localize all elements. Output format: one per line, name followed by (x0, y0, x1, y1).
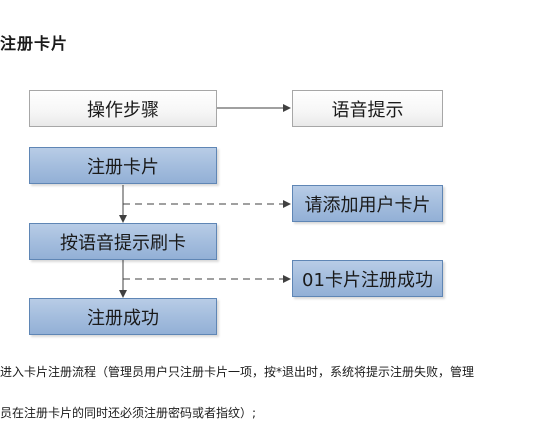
step-register-card: 注册卡片 (29, 147, 217, 184)
description-line-2: 员在注册卡片的同时还必须注册密码或者指纹）; (0, 406, 257, 420)
prompt-card-register-success: 01卡片注册成功 (292, 260, 443, 297)
section-heading: 注册卡片 (0, 34, 69, 53)
description-line-1: 进入卡片注册流程（管理员用户只注册卡片一项，按*退出时，系统将提示注册失败，管理 (0, 365, 475, 379)
step-register-success: 注册成功 (29, 298, 217, 335)
header-operation-steps: 操作步骤 (29, 90, 217, 127)
prompt-add-user-card: 请添加用户卡片 (292, 185, 443, 222)
step-swipe-card: 按语音提示刷卡 (29, 223, 217, 260)
header-voice-prompt: 语音提示 (292, 90, 443, 127)
